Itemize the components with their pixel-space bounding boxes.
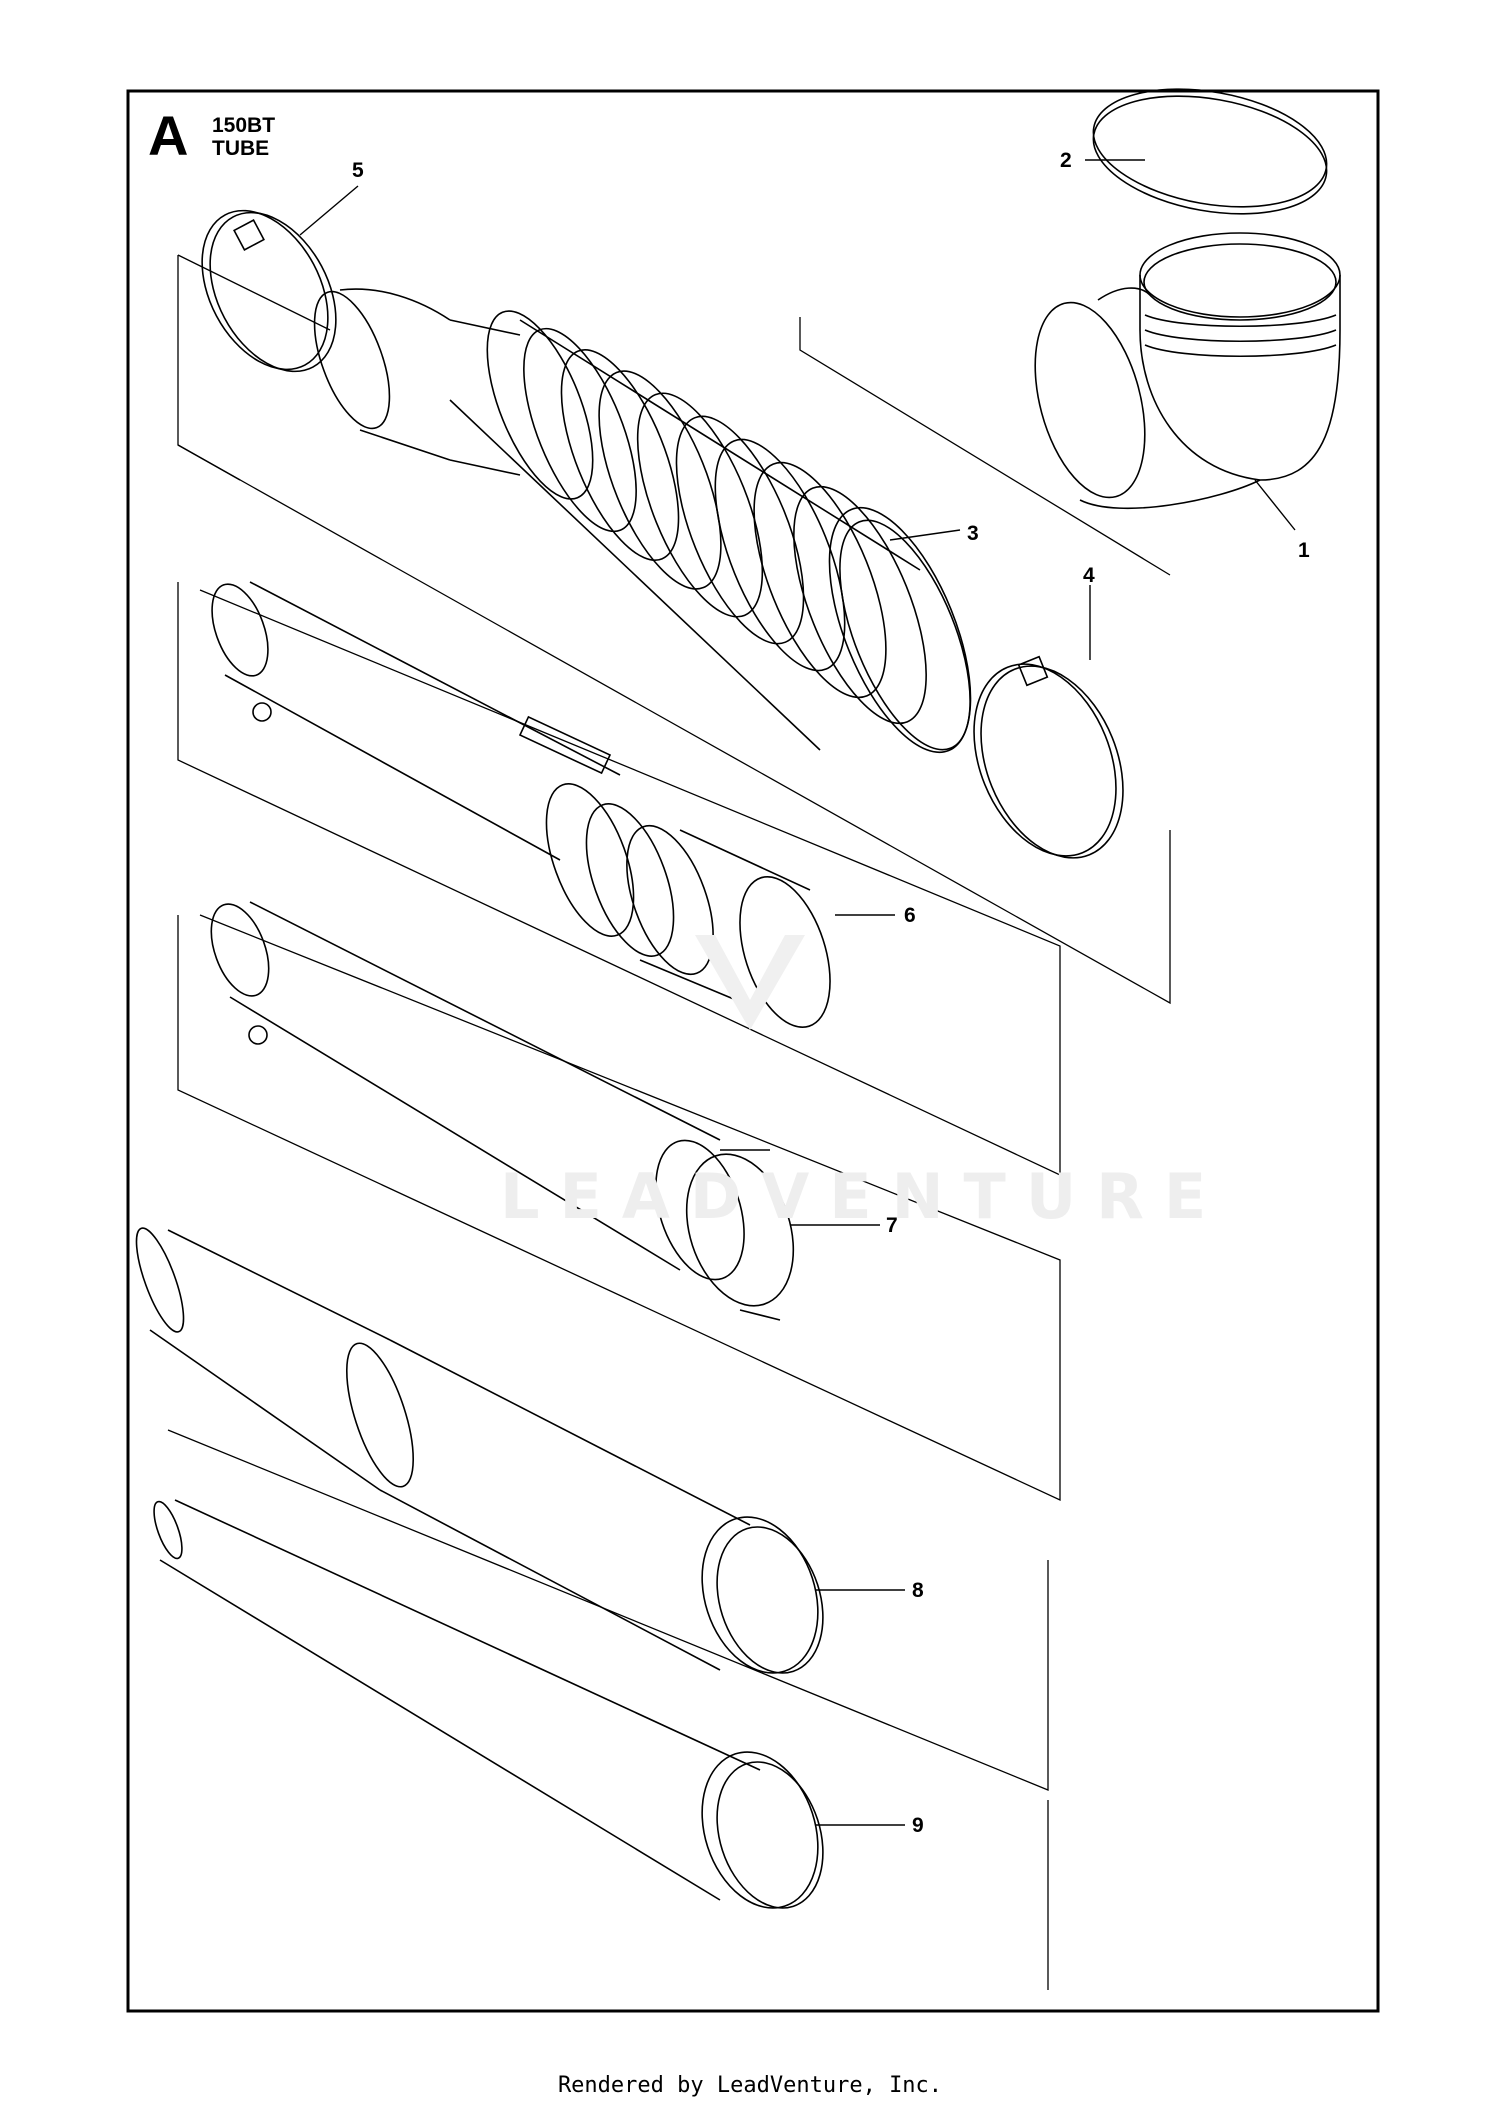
callout-6[interactable]: 6 (904, 904, 916, 927)
callout-9[interactable]: 9 (912, 1814, 924, 1837)
watermark-logo-icon (695, 935, 805, 1030)
callout-1[interactable]: 1 (1298, 539, 1310, 562)
diagram-frame (126, 89, 1380, 2013)
section-letter: A (148, 104, 189, 167)
model-name: 150BT (212, 114, 276, 137)
part-9-nozzle (153, 1499, 824, 1909)
part-7-tube (210, 901, 795, 1321)
group-name: TUBE (212, 137, 270, 161)
model-label: 150BT TUBE (212, 114, 275, 160)
watermark: LEADVENTURE (500, 1160, 1227, 1233)
callout-leaders (299, 159, 1296, 1826)
part-5-clamp (201, 209, 337, 373)
exploded-view-lines (167, 254, 1171, 1990)
footer-credit: Rendered by LeadVenture, Inc. (557, 2073, 943, 2098)
callout-3[interactable]: 3 (967, 522, 979, 545)
callout-4[interactable]: 4 (1083, 564, 1095, 587)
part-2-o-ring (1092, 88, 1328, 215)
part-1-elbow (1034, 232, 1341, 510)
callout-7[interactable]: 7 (886, 1214, 898, 1237)
part-8-tube (135, 1227, 824, 1674)
callout-2[interactable]: 2 (1060, 149, 1072, 172)
part-6-inlet-tube (211, 581, 831, 1029)
callout-5[interactable]: 5 (352, 159, 364, 182)
callout-8[interactable]: 8 (912, 1579, 924, 1602)
part-4-clamp (973, 655, 1124, 859)
part-3-bellows-hose (313, 288, 972, 754)
